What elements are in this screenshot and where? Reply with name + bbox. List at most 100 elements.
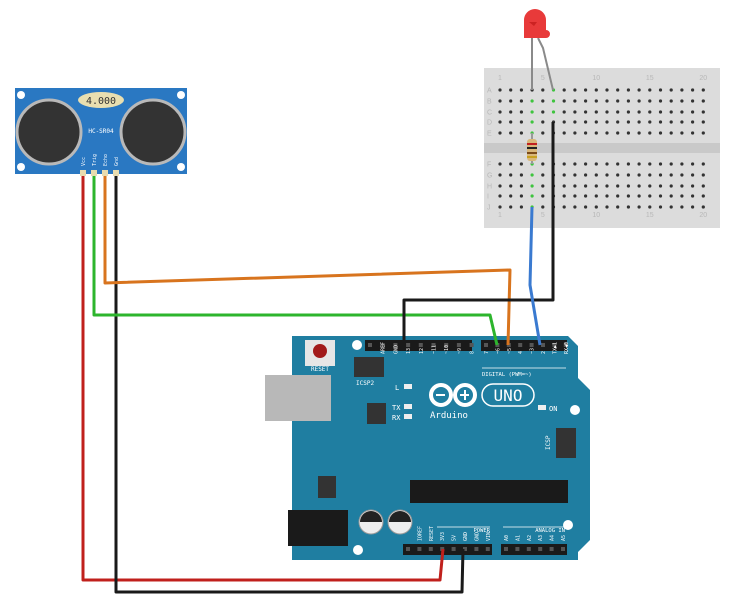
breadboard-hole[interactable]	[530, 99, 534, 103]
breadboard-hole[interactable]	[648, 131, 652, 135]
breadboard-hole[interactable]	[594, 162, 598, 166]
breadboard-hole[interactable]	[562, 205, 566, 209]
breadboard-hole[interactable]	[573, 88, 577, 92]
breadboard-hole[interactable]	[637, 88, 641, 92]
breadboard-hole[interactable]	[573, 173, 577, 177]
breadboard-hole[interactable]	[573, 194, 577, 198]
breadboard-hole[interactable]	[658, 110, 663, 114]
breadboard-hole[interactable]	[605, 131, 609, 135]
breadboard-hole[interactable]	[584, 173, 588, 177]
header-pin[interactable]	[561, 547, 565, 551]
breadboard-hole[interactable]	[605, 194, 609, 198]
breadboard-hole[interactable]	[541, 110, 545, 114]
breadboard-hole[interactable]	[626, 131, 631, 135]
breadboard-hole[interactable]	[616, 120, 620, 124]
breadboard-hole[interactable]	[658, 184, 663, 188]
header-pin[interactable]	[504, 547, 508, 551]
breadboard-hole[interactable]	[509, 99, 513, 103]
breadboard-hole[interactable]	[519, 88, 524, 92]
breadboard-hole[interactable]	[562, 184, 566, 188]
breadboard-hole[interactable]	[509, 120, 513, 124]
breadboard-hole[interactable]	[648, 162, 652, 166]
breadboard-hole[interactable]	[541, 173, 545, 177]
breadboard-hole[interactable]	[669, 131, 673, 135]
breadboard-hole[interactable]	[498, 162, 502, 166]
breadboard-hole[interactable]	[616, 194, 620, 198]
breadboard-hole[interactable]	[594, 88, 598, 92]
header-pin[interactable]	[380, 343, 385, 347]
breadboard-hole[interactable]	[680, 110, 684, 114]
breadboard-hole[interactable]	[573, 99, 577, 103]
header-pin[interactable]	[393, 343, 398, 347]
breadboard-hole[interactable]	[626, 205, 631, 209]
breadboard-hole[interactable]	[584, 131, 588, 135]
breadboard-hole[interactable]	[562, 194, 566, 198]
breadboard-hole[interactable]	[691, 173, 695, 177]
breadboard-hole[interactable]	[562, 162, 566, 166]
breadboard-hole[interactable]	[584, 184, 588, 188]
breadboard-hole[interactable]	[584, 110, 588, 114]
breadboard-hole[interactable]	[701, 194, 705, 198]
breadboard-hole[interactable]	[594, 205, 598, 209]
breadboard-hole[interactable]	[680, 99, 684, 103]
header-pin[interactable]	[549, 547, 554, 551]
breadboard-hole[interactable]	[669, 162, 673, 166]
header-pin[interactable]	[552, 343, 557, 347]
breadboard-hole[interactable]	[519, 173, 524, 177]
header-pin[interactable]	[474, 547, 479, 551]
breadboard-hole[interactable]	[669, 99, 673, 103]
header-pin[interactable]	[526, 547, 531, 551]
breadboard-hole[interactable]	[680, 184, 684, 188]
breadboard-hole[interactable]	[616, 99, 620, 103]
breadboard-hole[interactable]	[637, 184, 641, 188]
breadboard-hole[interactable]	[648, 110, 652, 114]
breadboard-hole[interactable]	[658, 131, 663, 135]
breadboard-hole[interactable]	[562, 110, 566, 114]
breadboard-hole[interactable]	[669, 184, 673, 188]
breadboard-hole[interactable]	[691, 205, 695, 209]
breadboard-hole[interactable]	[658, 173, 663, 177]
breadboard-hole[interactable]	[626, 194, 631, 198]
breadboard-hole[interactable]	[594, 194, 598, 198]
breadboard-hole[interactable]	[584, 162, 588, 166]
header-pin[interactable]	[469, 343, 474, 347]
breadboard-hole[interactable]	[594, 184, 598, 188]
breadboard-hole[interactable]	[626, 162, 631, 166]
breadboard-hole[interactable]	[626, 120, 631, 124]
breadboard-hole[interactable]	[691, 120, 695, 124]
header-pin[interactable]	[418, 343, 423, 347]
breadboard-hole[interactable]	[498, 99, 502, 103]
breadboard-hole[interactable]	[584, 205, 588, 209]
header-pin[interactable]	[451, 547, 456, 551]
breadboard-hole[interactable]	[648, 184, 652, 188]
breadboard-hole[interactable]	[616, 173, 620, 177]
breadboard-hole[interactable]	[637, 194, 641, 198]
header-pin[interactable]	[456, 343, 461, 347]
breadboard-hole[interactable]	[498, 194, 502, 198]
breadboard-hole[interactable]	[541, 99, 545, 103]
breadboard-hole[interactable]	[594, 120, 598, 124]
breadboard-hole[interactable]	[658, 205, 663, 209]
breadboard-hole[interactable]	[691, 99, 695, 103]
breadboard-hole[interactable]	[541, 120, 545, 124]
breadboard-hole[interactable]	[669, 205, 673, 209]
breadboard-hole[interactable]	[605, 173, 609, 177]
breadboard-hole[interactable]	[573, 131, 577, 135]
breadboard-hole[interactable]	[551, 110, 556, 114]
header-pin[interactable]	[431, 343, 436, 347]
breadboard-hole[interactable]	[637, 162, 641, 166]
breadboard-hole[interactable]	[530, 110, 534, 114]
breadboard-hole[interactable]	[616, 184, 620, 188]
breadboard-hole[interactable]	[498, 205, 502, 209]
breadboard-hole[interactable]	[562, 88, 566, 92]
breadboard-hole[interactable]	[509, 173, 513, 177]
sensor-pin[interactable]	[102, 170, 108, 176]
breadboard-hole[interactable]	[519, 162, 524, 166]
breadboard-hole[interactable]	[509, 205, 513, 209]
breadboard-hole[interactable]	[701, 120, 705, 124]
breadboard-hole[interactable]	[626, 110, 631, 114]
breadboard-hole[interactable]	[584, 99, 588, 103]
header-pin[interactable]	[529, 343, 534, 347]
breadboard-hole[interactable]	[680, 131, 684, 135]
header-pin[interactable]	[518, 343, 523, 347]
